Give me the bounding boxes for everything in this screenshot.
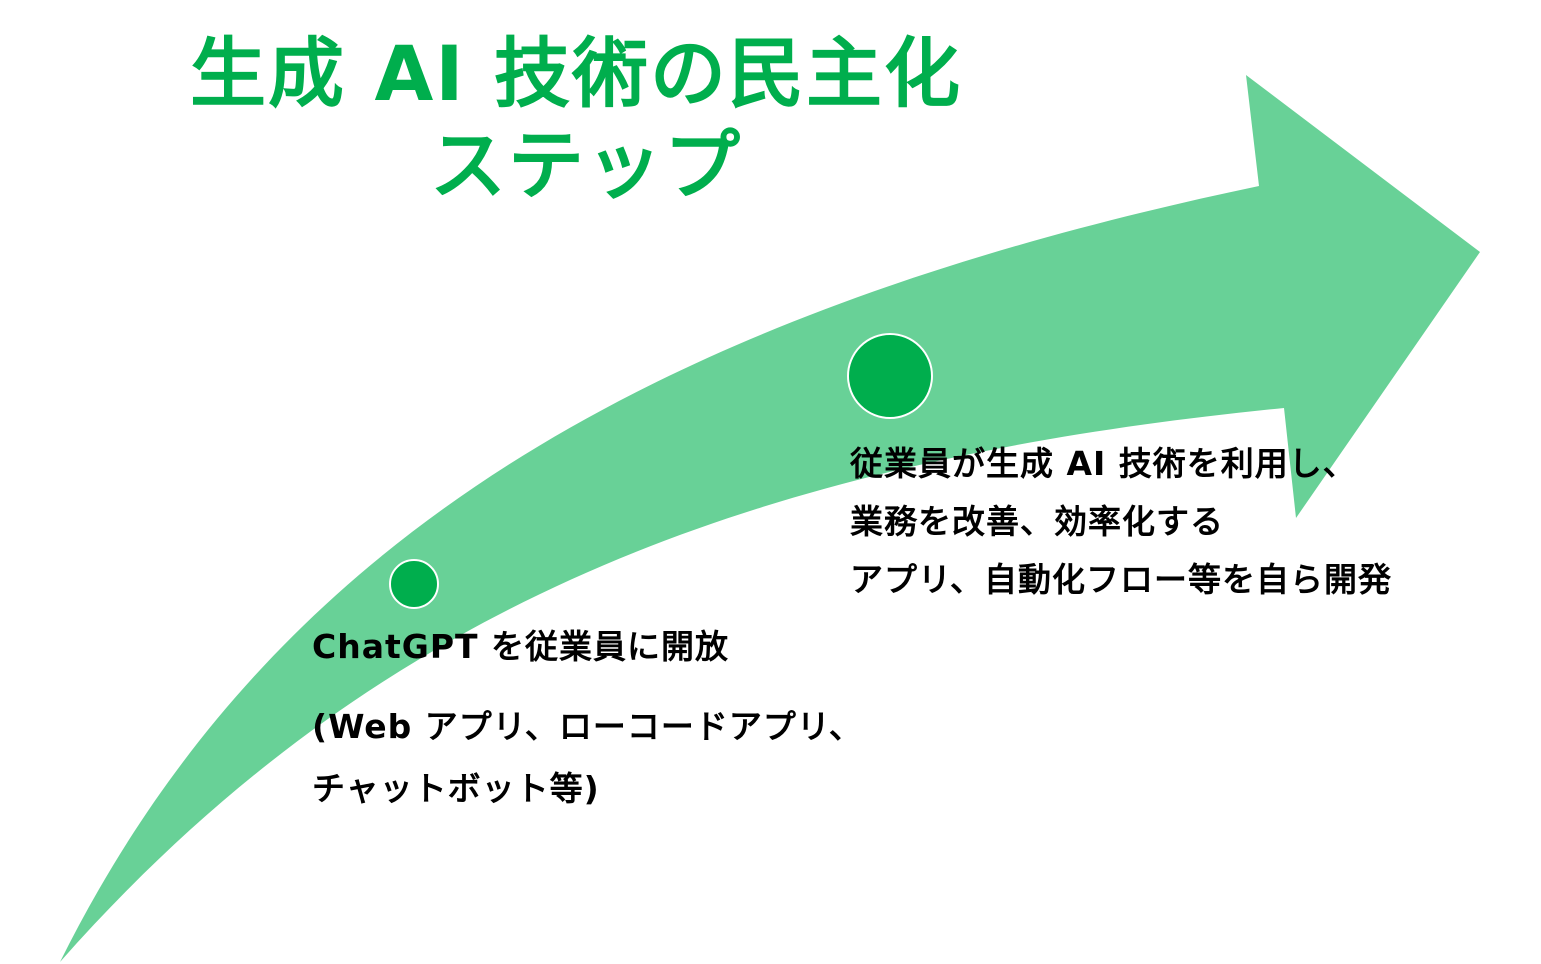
step-1-detail-line: チャットボット等) [312, 769, 600, 808]
title-line-1: 生成 AI 技術の民主化 [190, 29, 963, 118]
title-line-2: ステップ [430, 121, 742, 210]
step-1-detail-line: (Web アプリ、ローコードアプリ、 [312, 707, 863, 746]
step-1-marker [389, 559, 439, 609]
step-2-line: 業務を改善、効率化する [850, 502, 1224, 541]
arrow-shape [60, 75, 1480, 962]
step-1-details: (Web アプリ、ローコードアプリ、 チャットボット等) [312, 696, 863, 820]
step-2-line: 従業員が生成 AI 技術を利用し、 [850, 444, 1357, 483]
diagram-title: 生成 AI 技術の民主化 ステップ [190, 28, 990, 212]
step-2-marker [847, 333, 933, 419]
step-2-description: 従業員が生成 AI 技術を利用し、 業務を改善、効率化する アプリ、自動化フロー… [850, 435, 1392, 609]
step-1-heading: ChatGPT を従業員に開放 [312, 627, 730, 666]
step-2-line: アプリ、自動化フロー等を自ら開発 [850, 560, 1393, 599]
